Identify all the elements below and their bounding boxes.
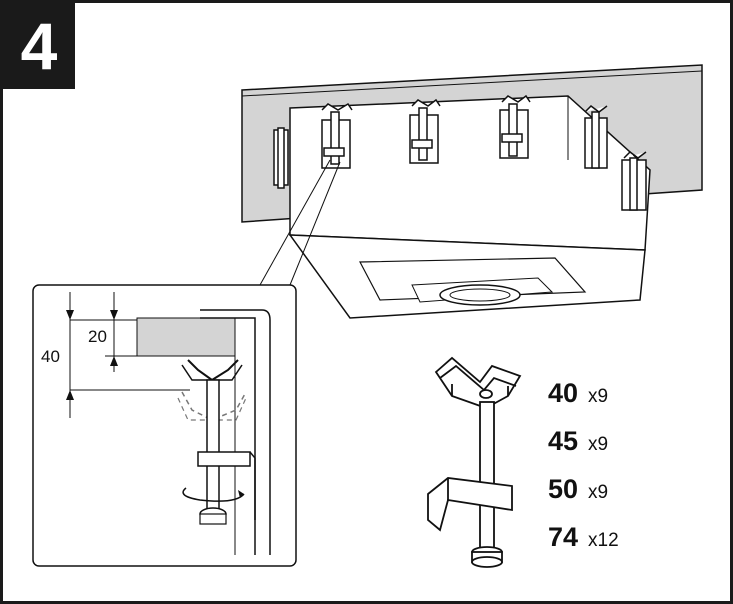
clamp-size-row: 40 x9 bbox=[548, 378, 608, 409]
callout-line-right bbox=[289, 161, 341, 286]
clamp-illustration bbox=[427, 356, 522, 568]
clamp-6 bbox=[273, 127, 289, 189]
clamp-size: 74 bbox=[548, 522, 579, 552]
detail-inset bbox=[32, 284, 297, 567]
clamp-size: 45 bbox=[548, 426, 579, 456]
clamp-size-row: 74 x12 bbox=[548, 522, 619, 553]
clamp-count: x12 bbox=[588, 530, 619, 551]
callout-line-left bbox=[259, 159, 331, 286]
clamp-5 bbox=[621, 151, 647, 211]
clamp-count: x9 bbox=[588, 434, 609, 455]
clamp-size: 50 bbox=[548, 474, 579, 504]
clamp-size-row: 50 x9 bbox=[548, 474, 608, 505]
clamp-4 bbox=[584, 105, 608, 169]
clamp-size-row: 45 x9 bbox=[548, 426, 608, 457]
clamp-2 bbox=[409, 98, 441, 164]
clamp-1 bbox=[321, 102, 353, 169]
dimension-label-inner: 20 bbox=[88, 327, 107, 346]
speaker-box bbox=[288, 95, 651, 319]
clamp-count: x9 bbox=[588, 482, 609, 503]
clamp-count: x9 bbox=[588, 386, 609, 407]
clamp-size: 40 bbox=[548, 378, 579, 408]
dimension-label-outer: 40 bbox=[41, 347, 60, 366]
mounted-clamps bbox=[273, 94, 647, 211]
clamp-3 bbox=[499, 94, 531, 159]
step-number-badge: 4 bbox=[3, 3, 75, 89]
